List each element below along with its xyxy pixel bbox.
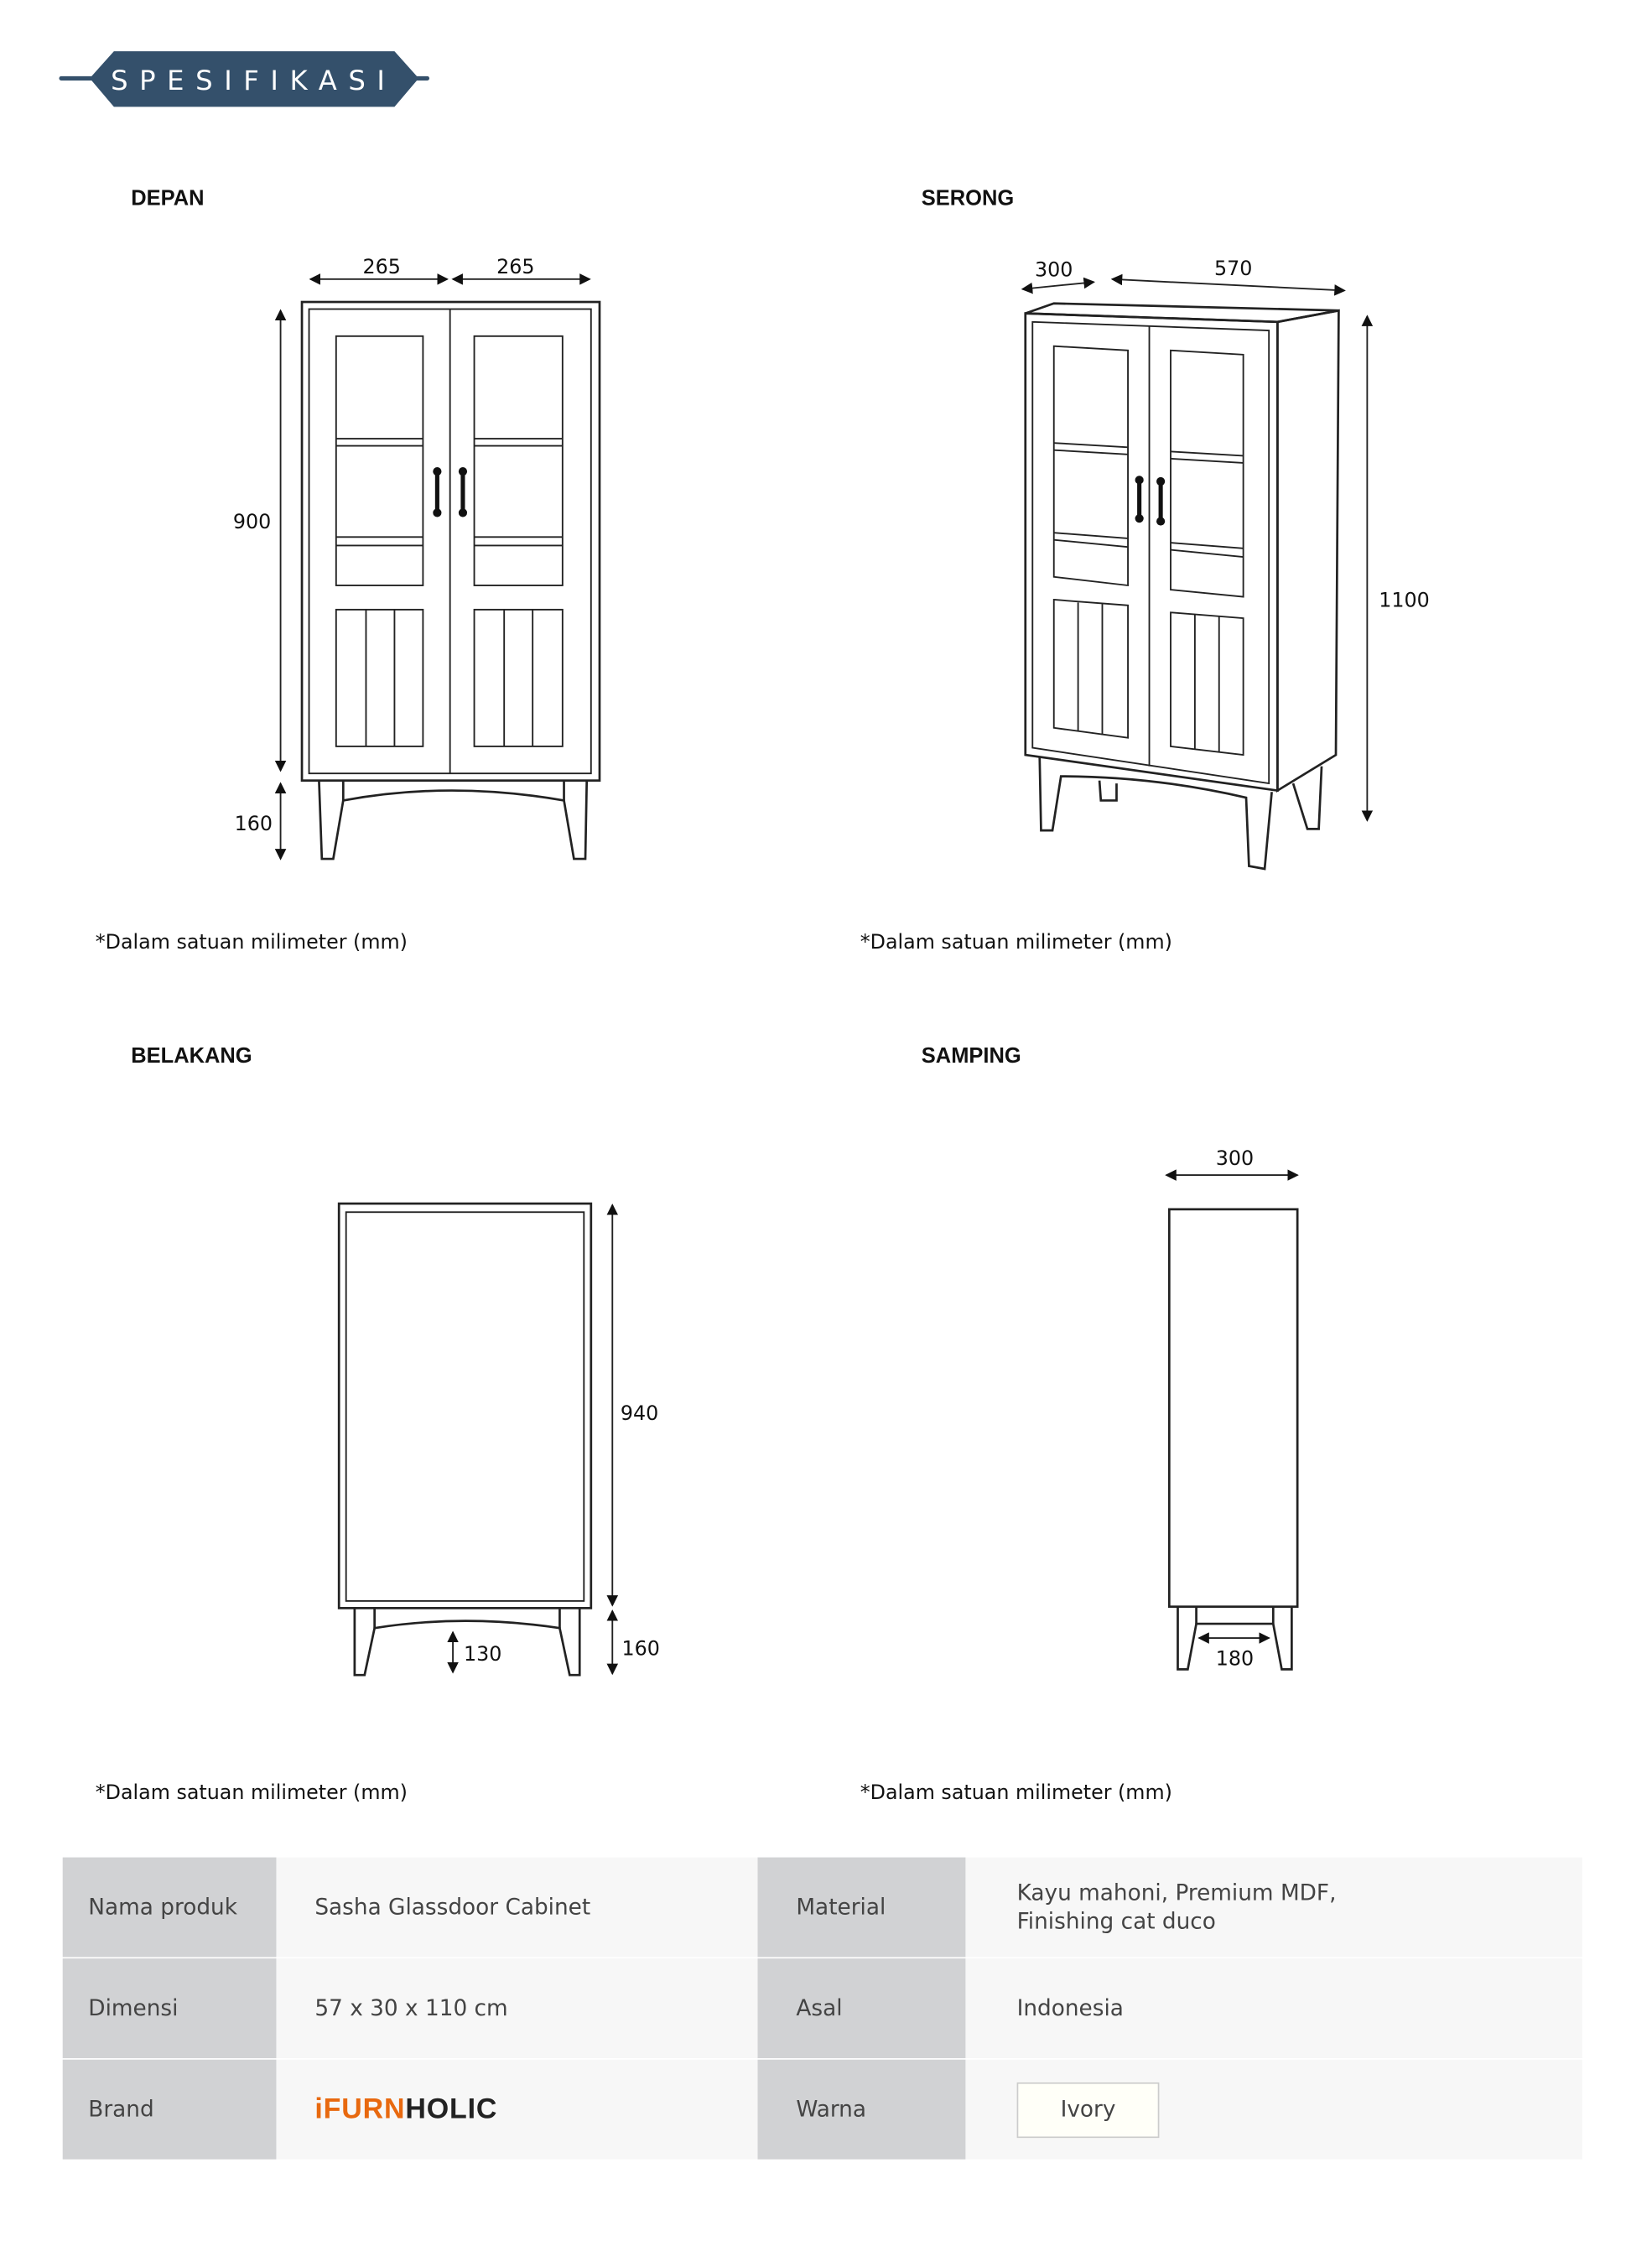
side-leg-span: 180	[1216, 1646, 1254, 1670]
brand-logo-part2: HOLIC	[405, 2093, 498, 2125]
side-view-title: SAMPING	[921, 1043, 1021, 1069]
front-view-drawing: 265 265 900 160	[233, 255, 601, 861]
spec-value: Kayu mahoni, Premium MDF, Finishing cat …	[965, 1857, 1582, 1958]
color-name: Ivory	[1060, 2096, 1116, 2123]
back-leg-height: 160	[622, 1636, 660, 1660]
door-handle-icon	[433, 467, 468, 517]
side-unit-note: *Dalam satuan milimeter (mm)	[860, 1781, 1172, 1805]
table-row: Nama produk Sasha Glassdoor Cabinet Mate…	[62, 1857, 1582, 1958]
spec-label: Nama produk	[62, 1857, 277, 1958]
spec-table: Nama produk Sasha Glassdoor Cabinet Mate…	[62, 1857, 1582, 2161]
header-title: SPESIFIKASI	[111, 65, 396, 96]
spec-label: Material	[757, 1857, 966, 1958]
material-line-2: Finishing cat duco	[1016, 1908, 1216, 1935]
header-banner: SPESIFIKASI	[59, 51, 430, 107]
spec-value: 57 x 30 x 110 cm	[276, 1958, 758, 2059]
front-body-height: 900	[233, 510, 271, 533]
back-view-title: BELAKANG	[131, 1043, 252, 1069]
spec-label: Dimensi	[62, 1958, 277, 2059]
front-width-right: 265	[496, 255, 534, 278]
spec-label: Warna	[757, 2059, 966, 2160]
back-clearance: 130	[464, 1642, 501, 1666]
spec-label: Asal	[757, 1958, 966, 2059]
front-unit-note: *Dalam satuan milimeter (mm)	[95, 931, 408, 954]
angled-height: 1100	[1379, 588, 1429, 611]
side-view-drawing: 300 180	[1165, 1146, 1299, 1671]
back-unit-note: *Dalam satuan milimeter (mm)	[95, 1781, 408, 1805]
front-leg-height: 160	[235, 812, 273, 835]
color-swatch: Ivory	[1016, 2082, 1160, 2138]
spec-value: Sasha Glassdoor Cabinet	[276, 1857, 758, 1958]
back-body-height: 940	[621, 1401, 658, 1425]
angled-depth: 300	[1035, 257, 1073, 281]
door-handle-icon	[1135, 476, 1166, 526]
angled-view-title: SERONG	[921, 186, 1015, 211]
spec-value: Ivory	[965, 2059, 1582, 2160]
spec-label: Brand	[62, 2059, 277, 2160]
spec-value: Indonesia	[965, 1958, 1582, 2059]
angled-width: 570	[1214, 257, 1252, 280]
brand-logo-part1: iFURN	[314, 2093, 406, 2125]
table-row: Dimensi 57 x 30 x 110 cm Asal Indonesia	[62, 1958, 1582, 2059]
front-width-left: 265	[362, 255, 400, 278]
angled-view-drawing: 300 570 1100	[1021, 257, 1430, 871]
side-depth: 300	[1216, 1146, 1254, 1170]
back-view-drawing: 940 160 130	[337, 1202, 660, 1677]
material-line-1: Kayu mahoni, Premium MDF,	[1016, 1880, 1337, 1906]
front-view-title: DEPAN	[131, 186, 205, 211]
angled-unit-note: *Dalam satuan milimeter (mm)	[860, 931, 1172, 954]
